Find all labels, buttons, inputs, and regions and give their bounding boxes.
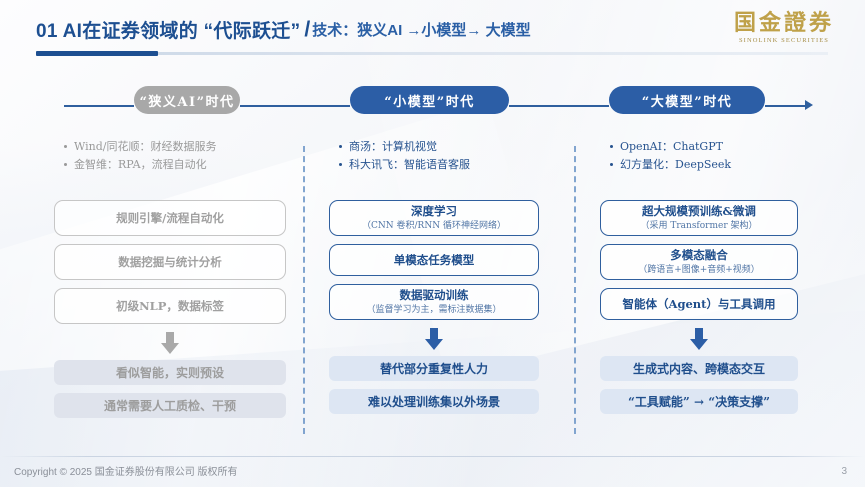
- timeline-stage-label: “大模型”时代: [641, 94, 733, 110]
- column-large-model: OpenAI：ChatGPT 幻方量化：DeepSeek 超大规模预训练&微调 …: [600, 138, 798, 414]
- company-logo: 国金證券 SINOLINK SECURITIES: [723, 10, 845, 54]
- example-list-large-model: OpenAI：ChatGPT 幻方量化：DeepSeek: [600, 138, 798, 174]
- capability-box[interactable]: 规则引擎/流程自动化: [54, 200, 286, 236]
- capability-box-subtitle: （采用 Transformer 架构）: [640, 221, 758, 231]
- conclusion-box-label: “工具赋能” → “决策支撑”: [627, 395, 771, 409]
- timeline-stage-label: “小模型”时代: [384, 94, 475, 110]
- capability-box[interactable]: 单模态任务模型: [329, 244, 539, 276]
- list-item-label: 幻方量化：DeepSeek: [620, 158, 732, 171]
- arrow-shaft: [695, 328, 703, 340]
- capability-box-title: 数据挖掘与统计分析: [118, 255, 222, 269]
- arrow-head: [690, 339, 708, 350]
- conclusion-box[interactable]: 难以处理训练集以外场景: [329, 389, 539, 414]
- list-item-label: 金智维：RPA，流程自动化: [74, 158, 207, 171]
- timeline-segment-4: [765, 105, 807, 107]
- bullet-dot-icon: [610, 163, 613, 166]
- column-narrow-ai: Wind/同花顺：财经数据服务 金智维：RPA，流程自动化 规则引擎/流程自动化…: [54, 138, 286, 418]
- timeline-arrow-head-icon: [805, 100, 813, 110]
- list-item: OpenAI：ChatGPT: [600, 138, 798, 156]
- timeline-stage-small-model[interactable]: “小模型”时代: [350, 86, 509, 114]
- capability-box[interactable]: 超大规模预训练&微调 （采用 Transformer 架构）: [600, 200, 798, 236]
- bullet-dot-icon: [339, 163, 342, 166]
- timeline-segment-2: [240, 105, 350, 107]
- down-arrow-icon: [690, 328, 708, 350]
- capability-box-title: 单模态任务模型: [393, 253, 475, 267]
- timeline-stage-large-model[interactable]: “大模型”时代: [609, 86, 765, 114]
- title-underline-accent: [36, 51, 158, 56]
- bullet-dot-icon: [610, 145, 613, 148]
- capability-boxes-narrow-ai: 规则引擎/流程自动化 数据挖掘与统计分析 初级NLP，数据标签 看似智能，实则预…: [54, 200, 286, 426]
- capability-box-title: 多模态融合: [670, 248, 728, 262]
- capability-box-title: 数据驱动训练: [399, 288, 469, 302]
- conclusion-box[interactable]: 替代部分重复性人力: [329, 356, 539, 381]
- conclusion-box[interactable]: 通常需要人工质检、干预: [54, 393, 286, 418]
- example-list-small-model: 商汤：计算机视觉 科大讯飞：智能语音客服: [329, 138, 539, 174]
- capability-box[interactable]: 数据挖掘与统计分析: [54, 244, 286, 280]
- list-item-label: OpenAI：ChatGPT: [620, 140, 723, 153]
- arrow-head: [425, 339, 443, 350]
- footer-divider: [0, 456, 865, 457]
- capability-boxes-small-model: 深度学习 （CNN 卷积/RNN 循环神经网络） 单模态任务模型 数据驱动训练 …: [329, 200, 539, 422]
- capability-box-subtitle: （CNN 卷积/RNN 循环神经网络）: [362, 221, 506, 231]
- list-item-label: 商汤：计算机视觉: [349, 140, 437, 153]
- capability-box-title: 智能体（Agent）与工具调用: [622, 297, 776, 311]
- evolution-timeline: “狭义AI”时代 “小模型”时代 “大模型”时代: [0, 86, 865, 126]
- conclusion-box-label: 生成式内容、跨模态交互: [632, 362, 765, 376]
- capability-box[interactable]: 数据驱动训练 （监督学习为主，需标注数据集）: [329, 284, 539, 320]
- column-small-model: 商汤：计算机视觉 科大讯飞：智能语音客服 深度学习 （CNN 卷积/RNN 循环…: [329, 138, 539, 414]
- example-list-narrow-ai: Wind/同花顺：财经数据服务 金智维：RPA，流程自动化: [54, 138, 286, 174]
- conclusion-box[interactable]: “工具赋能” → “决策支撑”: [600, 389, 798, 414]
- bullet-dot-icon: [64, 145, 67, 148]
- timeline-stage-label: “狭义AI”时代: [139, 94, 235, 110]
- down-arrow-icon: [425, 328, 443, 350]
- conclusion-box-label: 看似智能，实则预设: [115, 366, 224, 380]
- logo-english-text: SINOLINK SECURITIES: [738, 37, 830, 44]
- down-arrow-icon: [161, 332, 179, 354]
- page-title-main: 01 AI在证券领域的 “代际跃迁”: [36, 21, 301, 42]
- arrow-shaft: [430, 328, 438, 340]
- page-title-separator: /: [304, 17, 311, 41]
- capability-box-subtitle: （跨语言+图像+音频+视频）: [638, 265, 760, 275]
- bullet-dot-icon: [339, 145, 342, 148]
- list-item: Wind/同花顺：财经数据服务: [54, 138, 286, 156]
- capability-box[interactable]: 初级NLP，数据标签: [54, 288, 286, 324]
- capability-box-title: 超大规模预训练&微调: [642, 204, 756, 218]
- slide-header: 01 AI在证券领域的 “代际跃迁”/技术：狭义AI →小模型→ 大模型 国金證…: [0, 0, 865, 62]
- list-item: 幻方量化：DeepSeek: [600, 156, 798, 174]
- copyright-text: Copyright © 2025 国金证券股份有限公司 版权所有: [14, 467, 238, 478]
- arrow-shaft: [166, 332, 174, 344]
- bullet-dot-icon: [64, 163, 67, 166]
- capability-box-subtitle: （监督学习为主，需标注数据集）: [366, 305, 502, 315]
- list-item: 商汤：计算机视觉: [329, 138, 539, 156]
- capability-box[interactable]: 深度学习 （CNN 卷积/RNN 循环神经网络）: [329, 200, 539, 236]
- capability-box[interactable]: 智能体（Agent）与工具调用: [600, 288, 798, 320]
- capability-box-title: 规则引擎/流程自动化: [116, 211, 224, 225]
- conclusion-box-label: 替代部分重复性人力: [379, 362, 488, 376]
- page-title: 01 AI在证券领域的 “代际跃迁”/技术：狭义AI →小模型→ 大模型: [36, 16, 531, 43]
- column-divider-1: [303, 146, 305, 434]
- capability-box[interactable]: 多模态融合 （跨语言+图像+音频+视频）: [600, 244, 798, 280]
- timeline-segment-1: [64, 105, 134, 107]
- capability-box-title: 初级NLP，数据标签: [116, 299, 224, 313]
- arrow-head: [161, 343, 179, 354]
- logo-chinese-text: 国金證券: [733, 10, 834, 36]
- timeline-segment-3: [509, 105, 609, 107]
- conclusion-box[interactable]: 生成式内容、跨模态交互: [600, 356, 798, 381]
- timeline-stage-narrow-ai[interactable]: “狭义AI”时代: [134, 86, 240, 114]
- page-number: 3: [841, 466, 847, 477]
- title-underline: [36, 52, 828, 55]
- list-item-label: Wind/同花顺：财经数据服务: [74, 140, 217, 153]
- conclusion-box-label: 难以处理训练集以外场景: [367, 395, 500, 409]
- list-item-label: 科大讯飞：智能语音客服: [349, 158, 470, 171]
- capability-box-title: 深度学习: [411, 204, 457, 218]
- conclusion-box[interactable]: 看似智能，实则预设: [54, 360, 286, 385]
- page-title-subtitle: 技术：狭义AI →小模型→ 大模型: [312, 22, 531, 39]
- capability-boxes-large-model: 超大规模预训练&微调 （采用 Transformer 架构） 多模态融合 （跨语…: [600, 200, 798, 422]
- conclusion-box-label: 通常需要人工质检、干预: [103, 399, 236, 413]
- list-item: 科大讯飞：智能语音客服: [329, 156, 539, 174]
- list-item: 金智维：RPA，流程自动化: [54, 156, 286, 174]
- column-divider-2: [574, 146, 576, 434]
